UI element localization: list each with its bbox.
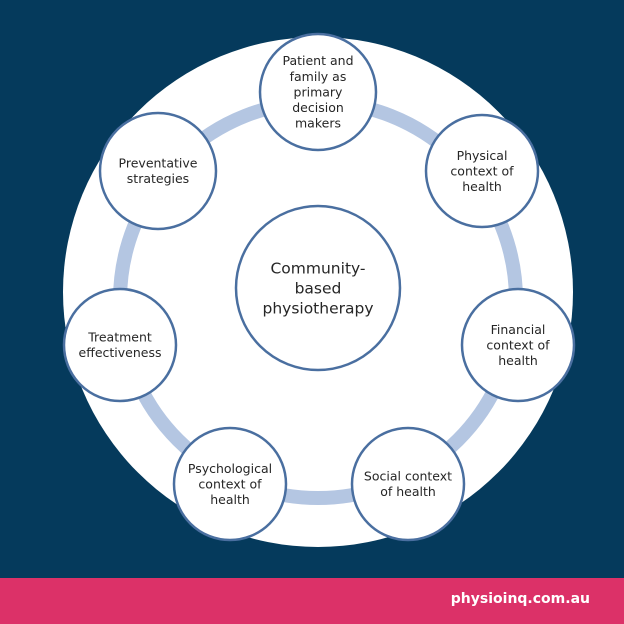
center-label-line: based xyxy=(295,279,342,297)
node-label-line: Physical xyxy=(457,148,508,163)
node-circle xyxy=(172,426,288,542)
center-node: Community-based physiotherapy xyxy=(234,204,402,372)
node-circle xyxy=(424,113,540,229)
node-label-line: health xyxy=(498,353,538,368)
node-label-line: makers xyxy=(295,116,341,131)
node-label-line: Psychological xyxy=(188,461,272,476)
center-label-line: physiotherapy xyxy=(262,300,373,318)
node-circle xyxy=(460,287,576,403)
center-label-line: Community- xyxy=(270,259,365,277)
node-label-line: Social context xyxy=(364,469,452,484)
node-circle xyxy=(258,32,378,152)
node-label-line: context of xyxy=(486,337,550,352)
footer-url-link[interactable]: physioinq.com.au xyxy=(450,591,590,607)
node-label-line: Financial xyxy=(491,322,546,337)
center-node-label: Community-based physiotherapy xyxy=(262,259,373,317)
node-label-line: strategies xyxy=(127,171,189,186)
node-label-line: decision xyxy=(292,100,344,115)
node-label-line: Treatment xyxy=(87,330,152,345)
node-label-line: Patient and xyxy=(282,53,353,68)
footer-bar: physioinq.com.au xyxy=(0,578,624,624)
center-node-circle xyxy=(234,204,402,372)
node-label-line: health xyxy=(462,179,502,194)
node-label-line: health xyxy=(210,492,250,507)
node-label-line: context of xyxy=(198,476,262,491)
node-circle xyxy=(350,426,466,542)
node-label-line: family as xyxy=(290,69,347,84)
node-label-line: primary xyxy=(294,84,344,99)
node-label-line: effectiveness xyxy=(79,345,162,360)
node-circle xyxy=(62,287,178,403)
node-label-line: Preventative xyxy=(119,156,198,171)
node-label-line: context of xyxy=(450,163,514,178)
node-label-line: of health xyxy=(380,484,436,499)
node-circle xyxy=(98,111,218,231)
